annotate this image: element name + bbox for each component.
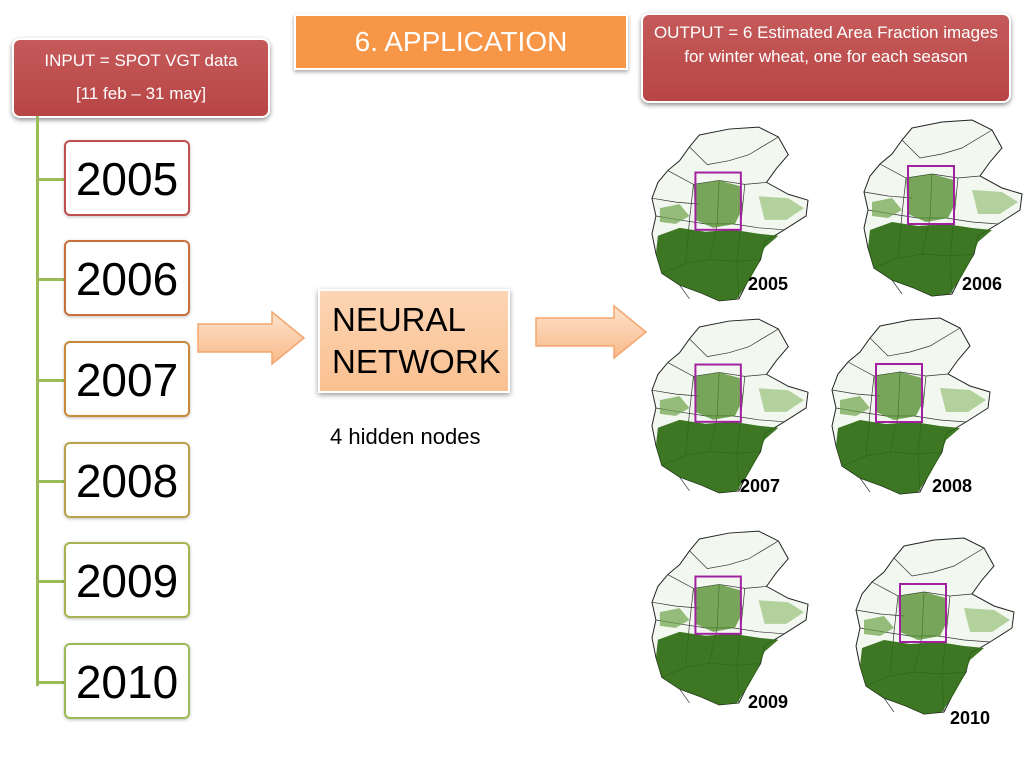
hidden-nodes-note: 4 hidden nodes — [330, 424, 481, 449]
timeline-tick — [36, 681, 64, 684]
map-label-2009: 2009 — [748, 692, 789, 712]
year-box-2007: 2007 — [64, 341, 190, 417]
timeline-tick — [36, 580, 64, 583]
map-label-2008: 2008 — [932, 476, 973, 496]
year-box-2009: 2009 — [64, 542, 190, 618]
arrow-right-icon — [535, 304, 648, 360]
wheat-map-2010 — [855, 537, 1015, 715]
wheat-map-2007 — [650, 318, 810, 494]
year-box-2006: 2006 — [64, 240, 190, 316]
timeline-tick — [36, 379, 64, 382]
input-line-1: INPUT = SPOT VGT data — [44, 51, 238, 70]
nn-line-2: NETWORK — [332, 343, 501, 380]
wheat-map-2006 — [863, 119, 1023, 297]
year-box-2008: 2008 — [64, 442, 190, 518]
wheat-map-2008 — [831, 317, 991, 495]
year-box-2005: 2005 — [64, 140, 190, 216]
neural-network-box: NEURAL NETWORK — [318, 289, 510, 393]
output-label-box: OUTPUT = 6 Estimated Area Fraction image… — [641, 13, 1011, 103]
slide-title: 6. APPLICATION — [294, 14, 628, 70]
timeline-tick — [36, 278, 64, 281]
arrow-right-icon — [197, 310, 306, 366]
map-label-2006: 2006 — [962, 274, 1003, 294]
timeline-tick — [36, 178, 64, 181]
nn-line-1: NEURAL — [332, 301, 466, 338]
input-label-box: INPUT = SPOT VGT data [11 feb – 31 may] — [12, 38, 270, 118]
map-label-2005: 2005 — [748, 274, 789, 294]
input-line-2: [11 feb – 31 may] — [75, 84, 207, 103]
timeline-connector — [36, 116, 39, 686]
map-label-2007: 2007 — [740, 476, 781, 496]
year-box-2010: 2010 — [64, 643, 190, 719]
wheat-map-2009 — [650, 530, 810, 706]
map-label-2010: 2010 — [950, 708, 991, 728]
timeline-tick — [36, 480, 64, 483]
